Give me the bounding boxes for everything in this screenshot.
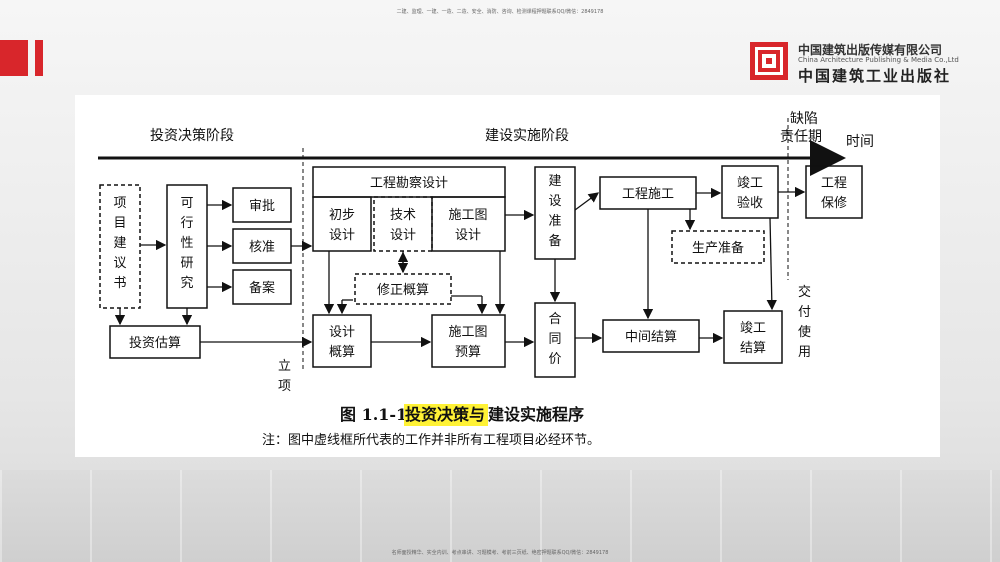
floor-background bbox=[0, 470, 1000, 562]
diagram-panel bbox=[75, 95, 940, 457]
phase-implement-label: 建设实施阶段 bbox=[485, 128, 569, 144]
handover-label-3: 使 bbox=[798, 324, 811, 340]
drawing-design-text-1: 施工图 bbox=[448, 208, 487, 223]
construction-prep-text-3: 准 bbox=[548, 214, 561, 229]
feasibility-text-1: 可 bbox=[180, 196, 193, 211]
warranty-text-1: 工程 bbox=[821, 176, 847, 191]
drawing-budget-box bbox=[431, 314, 506, 368]
contract-price-text-2: 同 bbox=[548, 332, 561, 347]
proposal-text-3: 建 bbox=[113, 236, 126, 251]
project-approval-label-1: 立 bbox=[278, 359, 291, 374]
top-note: 二建、监理、一建、一造、二造、安全、消防、咨询、检测课程押题联系QQ/微信：28… bbox=[396, 9, 604, 15]
connector-arrows bbox=[114, 186, 806, 348]
time-label: 时间 bbox=[846, 134, 874, 150]
contract-price-box bbox=[534, 302, 576, 378]
estimate-text: 投资估算 bbox=[129, 335, 181, 351]
red-accent-bar bbox=[0, 40, 28, 76]
diagram-note: 注：图中虚线框所代表的工作并非所有工程项目必经环节。 bbox=[262, 432, 600, 448]
production-prep-box bbox=[671, 230, 765, 264]
prelim-design-text-2: 设计 bbox=[329, 228, 355, 243]
caption-rest: 建设实施程序 bbox=[488, 405, 584, 424]
caption-highlight-mark bbox=[404, 404, 488, 426]
warranty-box bbox=[805, 165, 863, 219]
approve-box bbox=[232, 187, 292, 223]
acceptance-text-1: 竣工 bbox=[737, 176, 763, 191]
tech-design-text-1: 技术 bbox=[390, 208, 416, 223]
handover-label-4: 用 bbox=[798, 345, 811, 360]
proposal-text-2: 目 bbox=[113, 216, 126, 231]
prelim-design-box bbox=[312, 196, 372, 252]
final-settlement-text-2: 结算 bbox=[740, 341, 766, 356]
feasibility-text-2: 行 bbox=[180, 216, 193, 231]
phase-defect-label-2: 责任期 bbox=[780, 129, 822, 145]
final-settlement-text-1: 竣工 bbox=[740, 321, 766, 336]
design-budget-text-1: 设计 bbox=[329, 325, 355, 340]
handover-label-2: 付 bbox=[798, 305, 811, 320]
design-budget-box bbox=[312, 314, 372, 368]
drawing-design-text-2: 设计 bbox=[455, 228, 481, 243]
record-box bbox=[232, 269, 292, 305]
construction-prep-text-4: 备 bbox=[548, 233, 561, 249]
bottom-note: 名师面授精华、实全内训、考点串讲、习题模考、考前三页纸、绝密押题联系QQ/微信：… bbox=[391, 550, 609, 556]
caption-prefix: 图 1.1-1 bbox=[340, 405, 407, 424]
acceptance-text-2: 验收 bbox=[737, 195, 763, 211]
feasibility-text-5: 究 bbox=[180, 276, 193, 291]
project-approval-label-2: 项 bbox=[278, 379, 291, 394]
tech-design-text-2: 设计 bbox=[390, 228, 416, 243]
record-text: 备案 bbox=[249, 280, 275, 296]
prelim-design-text-1: 初步 bbox=[329, 208, 355, 223]
red-accent-bar-thin bbox=[35, 40, 43, 76]
interim-settlement-text: 中间结算 bbox=[625, 330, 677, 345]
phase-decision-label: 投资决策阶段 bbox=[150, 127, 234, 144]
verify-text: 核准 bbox=[249, 240, 275, 255]
logo-name-en: China Architecture Publishing & Media Co… bbox=[798, 56, 959, 64]
construction-prep-text-2: 设 bbox=[548, 194, 561, 209]
proposal-text-5: 书 bbox=[113, 276, 126, 291]
construction-text: 工程施工 bbox=[622, 187, 674, 202]
logo-name-calligraphy: 中国建筑工业出版社 bbox=[798, 67, 952, 85]
production-prep-text: 生产准备 bbox=[692, 240, 744, 256]
proposal-text-4: 议 bbox=[113, 256, 126, 271]
warranty-text-2: 保修 bbox=[821, 196, 847, 211]
design-budget-text-2: 概算 bbox=[329, 345, 355, 360]
handover-label-1: 交 bbox=[798, 284, 811, 300]
caption-highlight-text: 投资决策与 bbox=[405, 405, 485, 424]
contract-price-text-1: 合 bbox=[548, 312, 561, 327]
drawing-budget-text-1: 施工图 bbox=[448, 325, 487, 340]
feasibility-text-4: 研 bbox=[180, 256, 193, 271]
drawing-budget-text-2: 预算 bbox=[455, 345, 481, 360]
survey-design-text: 工程勘察设计 bbox=[370, 176, 448, 191]
building-logo-icon bbox=[750, 42, 788, 80]
interim-settlement-box bbox=[602, 319, 700, 353]
drawing-design-box bbox=[431, 196, 506, 252]
feasibility-text-3: 性 bbox=[180, 236, 193, 251]
proposal-text-1: 项 bbox=[113, 196, 126, 211]
final-settlement-box bbox=[723, 310, 783, 364]
logo-name-cn: 中国建筑出版传媒有限公司 bbox=[798, 43, 943, 57]
construction-prep-text-1: 建 bbox=[548, 174, 561, 189]
contract-price-text-3: 价 bbox=[548, 352, 561, 367]
approve-text: 审批 bbox=[249, 199, 275, 214]
revised-budget-text: 修正概算 bbox=[377, 283, 429, 298]
phase-defect-label-1: 缺陷 bbox=[790, 111, 818, 127]
